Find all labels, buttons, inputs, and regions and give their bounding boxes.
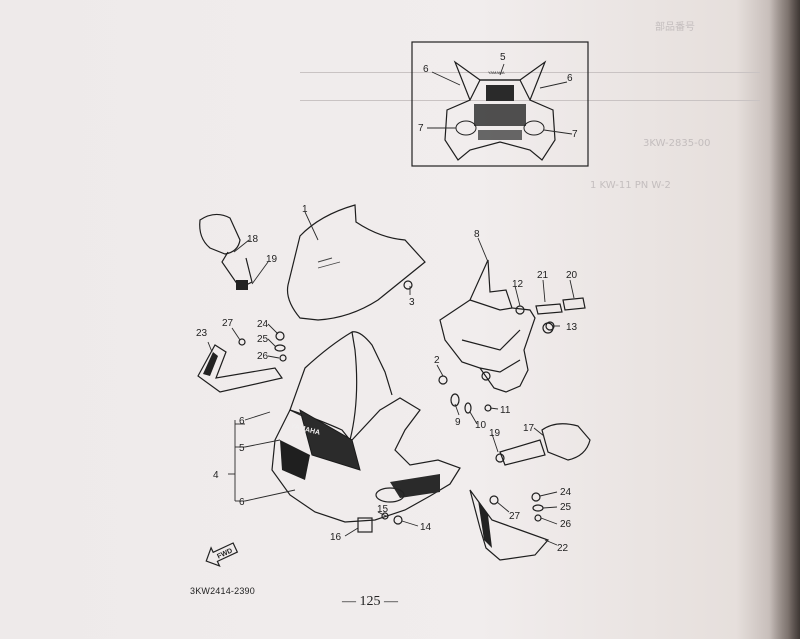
- callout-11: 11: [500, 405, 511, 416]
- callout-25: 25: [560, 502, 572, 513]
- inset-front-view: YAMAHA: [411, 41, 589, 167]
- callout-26: 26: [257, 351, 269, 362]
- ghost-text: 部品番号: [655, 22, 695, 33]
- callout-5: 5: [500, 52, 506, 63]
- book-spine-shadow: [770, 0, 800, 639]
- callout-15: 15: [377, 504, 389, 515]
- callout-2: 2: [434, 355, 440, 366]
- callout-labels: 1 2 3 4 5 6 6 5 6 6 7 7 8 9 10 11 12 13 …: [196, 52, 578, 554]
- callout-19: 19: [489, 428, 501, 439]
- callout-7: 7: [572, 129, 578, 140]
- callout-19: 19: [266, 254, 278, 265]
- mirror-right: [495, 423, 591, 466]
- callout-23: 23: [196, 328, 208, 339]
- cowling-stay: [439, 259, 554, 393]
- callout-13: 13: [566, 322, 578, 333]
- callout-4: 4: [213, 470, 219, 481]
- inset-brand: YAMAHA: [488, 70, 505, 75]
- callout-21: 21: [537, 270, 549, 281]
- main-cowling: YAMAHA: [197, 331, 550, 561]
- ghost-text: 3KW-2835-00: [643, 138, 711, 149]
- leader-lines: [207, 211, 575, 546]
- callout-24: 24: [560, 487, 572, 498]
- callout-12: 12: [512, 279, 524, 290]
- callout-6: 6: [239, 497, 245, 508]
- callout-7: 7: [418, 123, 424, 134]
- callout-1: 1: [302, 204, 308, 215]
- callout-10: 10: [475, 420, 487, 431]
- callout-26: 26: [560, 519, 572, 530]
- callout-5: 5: [239, 443, 245, 454]
- callout-20: 20: [566, 270, 578, 281]
- callout-8: 8: [474, 229, 480, 240]
- ghost-text: 1 KW-11 PN W-2: [590, 180, 671, 191]
- callout-24: 24: [257, 319, 269, 330]
- callout-3: 3: [409, 297, 415, 308]
- callout-9: 9: [455, 417, 461, 428]
- callout-6: 6: [423, 64, 429, 75]
- callout-27: 27: [222, 318, 234, 329]
- callout-6: 6: [239, 416, 245, 427]
- windscreen: [286, 204, 426, 321]
- callout-22: 22: [557, 543, 569, 554]
- page-number: — 125 —: [342, 594, 398, 609]
- fwd-arrow-icon: FWD: [205, 542, 239, 567]
- callout-18: 18: [247, 234, 259, 245]
- callout-14: 14: [420, 522, 432, 533]
- callout-16: 16: [330, 532, 342, 543]
- callout-17: 17: [523, 423, 535, 434]
- mirror-left: [199, 213, 253, 290]
- diagram-part-code: 3KW2414-2390: [190, 586, 255, 596]
- hardware: [238, 331, 544, 533]
- callout-6: 6: [567, 73, 573, 84]
- callout-25: 25: [257, 334, 269, 345]
- callout-27: 27: [509, 511, 521, 522]
